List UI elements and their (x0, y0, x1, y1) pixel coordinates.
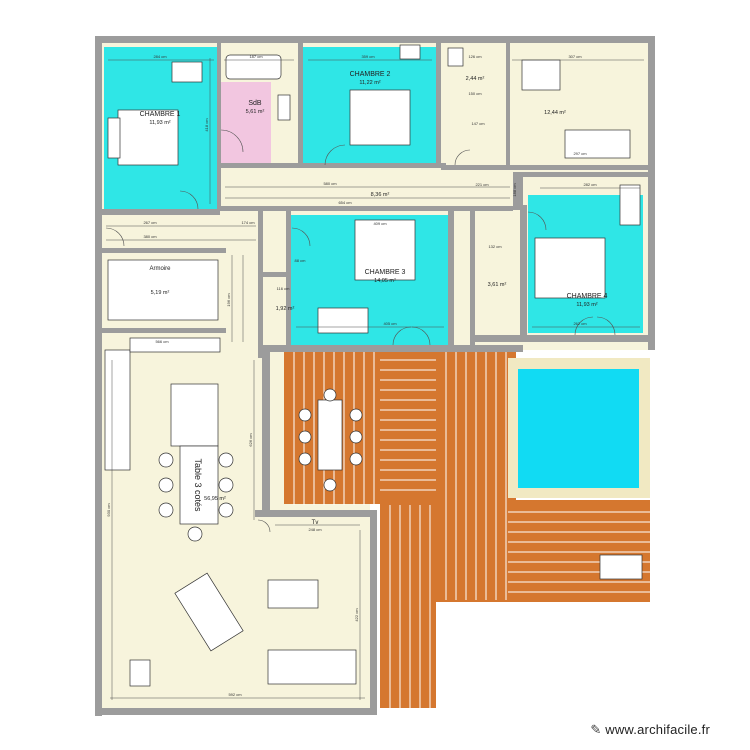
pool (508, 358, 650, 498)
cuisine-top-area: 12,44 m² (544, 110, 566, 116)
sejour-area: 56,95 m² (204, 496, 226, 502)
furniture (104, 44, 643, 687)
chambre3-name: CHAMBRE 3 (365, 269, 406, 276)
dim-307: 307 cm (568, 54, 582, 59)
dim-422: 422 cm (354, 608, 359, 622)
couloir-area: 8,36 m² (371, 192, 390, 198)
dim-626: 626 cm (248, 433, 253, 447)
chambre1-name: CHAMBRE 1 (140, 111, 181, 118)
dim-284: 284 cm (153, 54, 167, 59)
dim-297: 297 cm (573, 151, 587, 156)
dim-380: 380 cm (143, 234, 157, 239)
watermark[interactable]: ✎ www.archifacile.fr (590, 722, 710, 738)
sdb-area: 5,61 m² (246, 109, 265, 115)
dim-126: 126 cm (468, 54, 482, 59)
dim-174: 174 cm (241, 220, 255, 225)
table-label: Table 3 cotés (193, 458, 203, 512)
wc-top-area: 2,44 m² (466, 76, 485, 82)
sde-area: 3,61 m² (488, 282, 507, 288)
chambre2-name: CHAMBRE 2 (350, 71, 391, 78)
dim-262: 262 cm (573, 321, 587, 326)
dim-196: 196 cm (226, 293, 231, 307)
dim-221: 221 cm (475, 182, 489, 187)
dim-359: 359 cm (361, 54, 375, 59)
dim-116: 116 cm (277, 286, 290, 291)
dim-592: 592 cm (228, 692, 242, 697)
dimension-lines (106, 58, 644, 700)
dim-654: 654 cm (338, 200, 352, 205)
chambre2-area: 11,22 m² (359, 80, 380, 86)
dim-405: 405 cm (383, 321, 397, 326)
dim-566: 566 cm (155, 339, 169, 344)
dim-188: 188 cm (512, 183, 517, 197)
dim-187: 187 cm (249, 54, 263, 59)
dim-150: 150 cm (468, 91, 482, 96)
dim-930: 930 cm (106, 503, 111, 517)
dim-88: 88 cm (295, 258, 307, 263)
chambre3-area: 14,05 m² (374, 278, 396, 284)
dim-132: 132 cm (488, 244, 502, 249)
pencil-icon: ✎ (590, 722, 602, 737)
chambre4-name: CHAMBRE 4 (567, 293, 608, 300)
dim-409: 409 cm (373, 221, 387, 226)
walls (95, 36, 655, 716)
dim-248: 248 cm (308, 527, 322, 532)
sdb-name: SdB (248, 100, 262, 107)
wc-small-area: 1,92 m² (276, 306, 295, 312)
room-labels: CHAMBRE 1 11,93 m² SdB 5,61 m² CHAMBRE 2… (140, 71, 608, 526)
dim-580: 580 cm (323, 181, 337, 186)
dim-418: 418 cm (204, 118, 209, 132)
dim-267: 267 cm (143, 220, 157, 225)
watermark-text: www.archifacile.fr (605, 722, 710, 737)
chambre1-area: 11,93 m² (149, 120, 170, 126)
chambre4-area: 11,93 m² (576, 302, 597, 308)
dimension-texts: 284 cm 187 cm 359 cm 126 cm 307 cm 418 c… (106, 54, 597, 697)
tv-label: Tv (312, 520, 319, 526)
buanderie-area: 5,19 m² (151, 290, 170, 296)
buanderie-text: Armoire (149, 266, 171, 272)
dim-147: 147 cm (471, 121, 485, 126)
dim-282: 282 cm (583, 182, 597, 187)
